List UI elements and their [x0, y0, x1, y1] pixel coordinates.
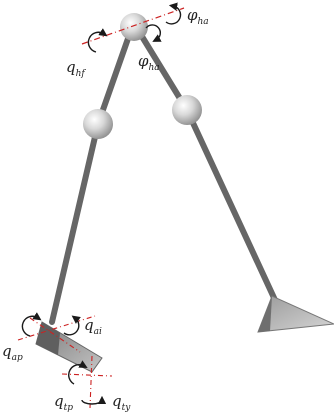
left-thigh-link [95, 27, 134, 127]
label-q-ai: qai [84, 316, 102, 337]
right-shank-link [184, 107, 278, 303]
right-foot-shade [258, 296, 272, 332]
phi-ha-rotation-arrow-bottom [145, 24, 162, 42]
right-thigh-link [135, 27, 190, 113]
hip-joint [120, 13, 148, 41]
q-ap-rotation-arrow [21, 312, 42, 337]
label-phi-ha-bottom: φha [138, 52, 160, 73]
hip-axis [81, 7, 185, 45]
right-knee-joint [172, 95, 202, 125]
toe-axis-2 [89, 355, 93, 409]
q-ai-rotation-arrow [63, 315, 81, 336]
q-tp-rotation-arrow [68, 360, 88, 385]
label-phi-ha-top: φha [187, 6, 209, 27]
left-shank-link [49, 121, 101, 325]
label-q-hf: qhf [66, 58, 86, 79]
toe-axis-1 [61, 373, 113, 377]
phi-ha-rotation-arrow-top [165, 2, 182, 25]
left-foot-shade [36, 322, 60, 355]
ankle-axis-1 [17, 315, 96, 341]
label-q-ty: qty [112, 392, 131, 413]
q-ty-rotation-arrow [81, 395, 107, 405]
label-q-ap: qap [2, 342, 23, 363]
left-knee-joint [83, 109, 113, 139]
q-hf-rotation-arrow [87, 28, 108, 53]
label-q-tp: qtp [54, 392, 73, 413]
ankle-axis-2 [29, 317, 81, 353]
